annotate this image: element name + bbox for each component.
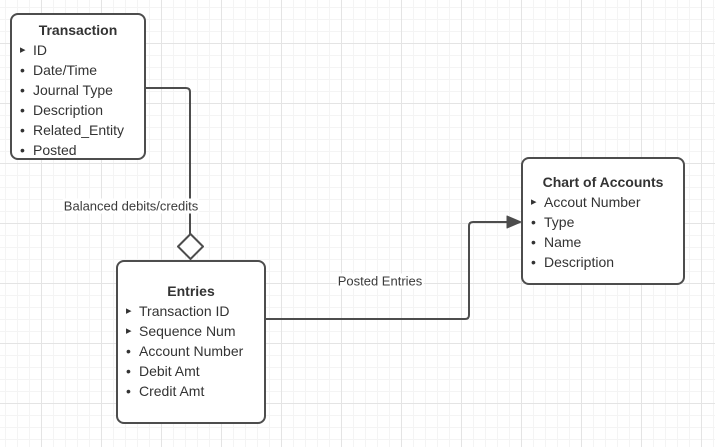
attribute-label: Description	[33, 102, 104, 118]
attribute-row: • Date/Time	[12, 60, 144, 80]
entity-transaction-title: Transaction	[38, 22, 118, 38]
bullet-icon: •	[126, 383, 131, 399]
attribute-label: Name	[544, 234, 582, 250]
primary-key-icon: ▸	[531, 196, 537, 208]
attribute-label: ID	[33, 42, 47, 58]
arrowhead-icon	[506, 215, 522, 229]
entity-transaction[interactable]: Transaction ▸ ID • Date/Time • Journal T…	[10, 13, 146, 160]
attribute-row: • Related_Entity	[12, 120, 144, 140]
attribute-label: Credit Amt	[139, 383, 205, 399]
attribute-row: • Name	[523, 232, 683, 252]
attribute-label: Account Number	[139, 343, 244, 359]
entity-entries-title: Entries	[167, 283, 215, 299]
attribute-label: Transaction ID	[139, 303, 230, 319]
entity-entries[interactable]: Entries ▸ Transaction ID ▸ Sequence Num …	[116, 260, 266, 424]
bullet-icon: •	[531, 254, 536, 270]
attribute-label: Debit Amt	[139, 363, 200, 379]
edge-posted-entries[interactable]	[266, 221, 508, 320]
bullet-icon: •	[126, 343, 131, 359]
attribute-row: ▸ Transaction ID	[118, 301, 264, 321]
attribute-row: ▸ ID	[12, 40, 144, 60]
bullet-icon: •	[20, 62, 25, 78]
attribute-label: Related_Entity	[33, 122, 125, 138]
attribute-label: Posted	[33, 142, 77, 158]
attribute-row: ▸ Sequence Num	[118, 321, 264, 341]
attribute-label: Accout Number	[544, 194, 641, 210]
open-diamond-icon	[177, 233, 204, 260]
attribute-row: • Credit Amt	[118, 381, 264, 401]
attribute-label: Sequence Num	[139, 323, 236, 339]
edge-label-posted-entries[interactable]: Posted Entries	[336, 273, 424, 289]
attribute-row: • Description	[12, 100, 144, 120]
edge-label-balanced-debits-credits[interactable]: Balanced debits/credits	[62, 198, 200, 214]
attribute-row: • Type	[523, 212, 683, 232]
attribute-label: Description	[544, 254, 615, 270]
bullet-icon: •	[531, 214, 536, 230]
bullet-icon: •	[20, 122, 25, 138]
edge-balanced-debits-credits[interactable]	[146, 87, 191, 234]
bullet-icon: •	[20, 102, 25, 118]
attribute-row: • Journal Type	[12, 80, 144, 100]
attribute-row: ▸ Accout Number	[523, 192, 683, 212]
bullet-icon: •	[20, 82, 25, 98]
bullet-icon: •	[531, 234, 536, 250]
primary-key-icon: ▸	[126, 305, 132, 317]
attribute-row: • Posted	[12, 140, 144, 160]
bullet-icon: •	[126, 363, 131, 379]
primary-key-icon: ▸	[20, 44, 26, 56]
entity-chart-of-accounts[interactable]: Chart of Accounts ▸ Accout Number • Type…	[521, 157, 685, 285]
attribute-row: • Description	[523, 252, 683, 272]
attribute-row: • Account Number	[118, 341, 264, 361]
attribute-label: Date/Time	[33, 62, 98, 78]
attribute-row: • Debit Amt	[118, 361, 264, 381]
primary-key-icon: ▸	[126, 325, 132, 337]
entity-chart-of-accounts-title: Chart of Accounts	[542, 174, 664, 190]
attribute-label: Type	[544, 214, 575, 230]
bullet-icon: •	[20, 142, 25, 158]
attribute-label: Journal Type	[33, 82, 113, 98]
